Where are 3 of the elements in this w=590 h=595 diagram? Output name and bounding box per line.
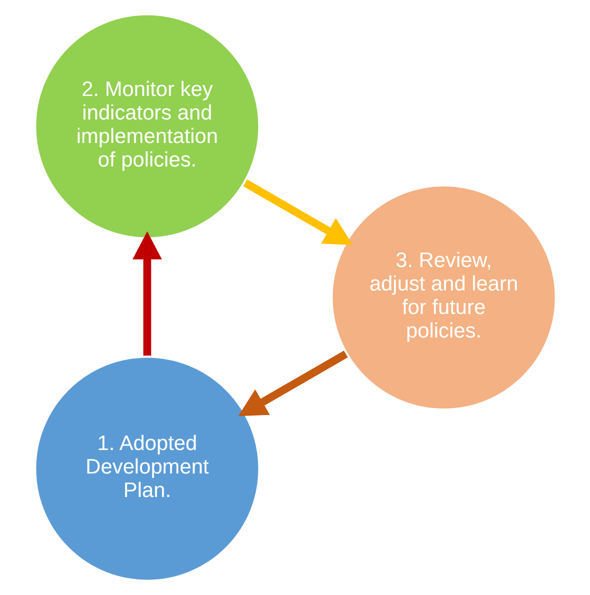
arrow [132, 231, 162, 356]
arrow [238, 350, 348, 416]
arrow [242, 179, 352, 245]
